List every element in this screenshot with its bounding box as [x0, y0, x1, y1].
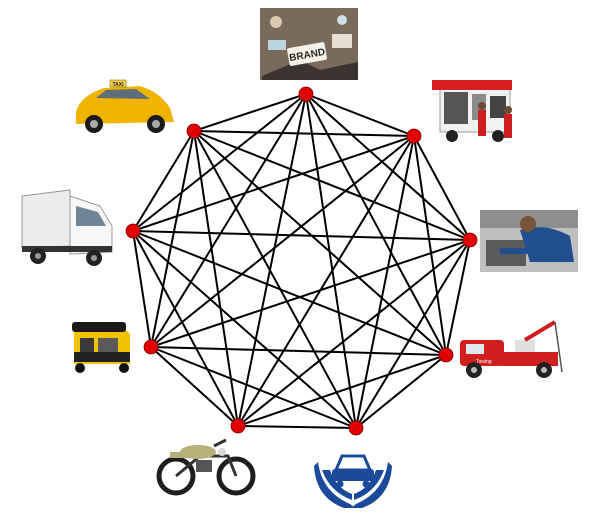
- mini-truck-icon: [21, 189, 113, 266]
- edge-brand-to-auto-rickshaw: [150, 93, 307, 348]
- tow-truck-node: [438, 347, 454, 363]
- edge-tow-truck-to-mini-truck: [132, 230, 447, 356]
- edge-service-van-to-taxi: [193, 130, 415, 137]
- edge-brand-to-mini-truck: [132, 93, 307, 232]
- edge-tow-truck-to-taxi: [193, 130, 447, 356]
- tow-truck-text: Towing: [476, 359, 492, 365]
- node-layer: [125, 86, 478, 436]
- edge-brand-to-motorcycle: [237, 93, 307, 427]
- edge-mechanic-to-tow-truck: [445, 239, 471, 356]
- edge-motorcycle-to-auto-rickshaw: [150, 346, 239, 427]
- auto-rickshaw-icon: [72, 322, 130, 373]
- edge-mechanic-to-auto-rickshaw: [150, 239, 471, 348]
- edge-auto-rickshaw-to-mini-truck: [132, 230, 152, 348]
- car-in-hands-icon: [314, 454, 392, 508]
- edge-tow-truck-to-auto-rickshaw: [150, 346, 447, 356]
- taxi-node: [186, 123, 202, 139]
- edge-mini-truck-to-taxi: [132, 130, 195, 232]
- edge-brand-to-tow-truck: [305, 93, 447, 356]
- mechanic-node: [462, 232, 478, 248]
- taxi-icon: TAXI: [76, 79, 174, 133]
- motorcycle-icon: [156, 438, 256, 496]
- edge-mechanic-to-motorcycle: [237, 239, 471, 427]
- service-van-icon: [432, 80, 512, 142]
- edge-mechanic-to-taxi: [193, 130, 471, 241]
- edge-service-van-to-motorcycle: [237, 135, 415, 427]
- edge-brand-to-service-van: [305, 93, 415, 137]
- car-insurance-node: [348, 420, 364, 436]
- brand-photo-icon: BRAND: [260, 8, 358, 80]
- edge-tow-truck-to-car-insurance: [355, 354, 447, 429]
- edge-brand-to-mechanic: [305, 93, 471, 241]
- service-van-node: [406, 128, 422, 144]
- edge-motorcycle-to-mini-truck: [132, 230, 239, 427]
- edge-mechanic-to-mini-truck: [132, 230, 471, 241]
- edge-service-van-to-mechanic: [413, 135, 471, 241]
- mini-truck-node: [125, 223, 141, 239]
- motorcycle-node: [230, 418, 246, 434]
- edge-car-insurance-to-mini-truck: [132, 230, 357, 429]
- edge-car-insurance-to-taxi: [193, 130, 357, 429]
- edge-brand-to-taxi: [193, 93, 307, 132]
- edge-service-van-to-auto-rickshaw: [150, 135, 415, 348]
- edge-service-van-to-mini-truck: [132, 135, 415, 232]
- edge-car-insurance-to-motorcycle: [237, 425, 357, 429]
- edge-service-van-to-tow-truck: [413, 135, 447, 356]
- edge-layer: [132, 93, 471, 429]
- mechanic-icon: [480, 210, 578, 272]
- edge-auto-rickshaw-to-taxi: [150, 130, 195, 348]
- edge-brand-to-car-insurance: [305, 93, 357, 429]
- edge-mechanic-to-car-insurance: [355, 239, 471, 429]
- edge-motorcycle-to-taxi: [193, 130, 239, 427]
- edge-tow-truck-to-motorcycle: [237, 354, 447, 427]
- auto-rickshaw-node: [143, 339, 159, 355]
- edge-service-van-to-car-insurance: [355, 135, 415, 429]
- brand-node: [298, 86, 314, 102]
- taxi-sign-text: TAXI: [112, 82, 124, 88]
- edge-car-insurance-to-auto-rickshaw: [150, 346, 357, 429]
- tow-truck-icon: Towing: [460, 320, 563, 378]
